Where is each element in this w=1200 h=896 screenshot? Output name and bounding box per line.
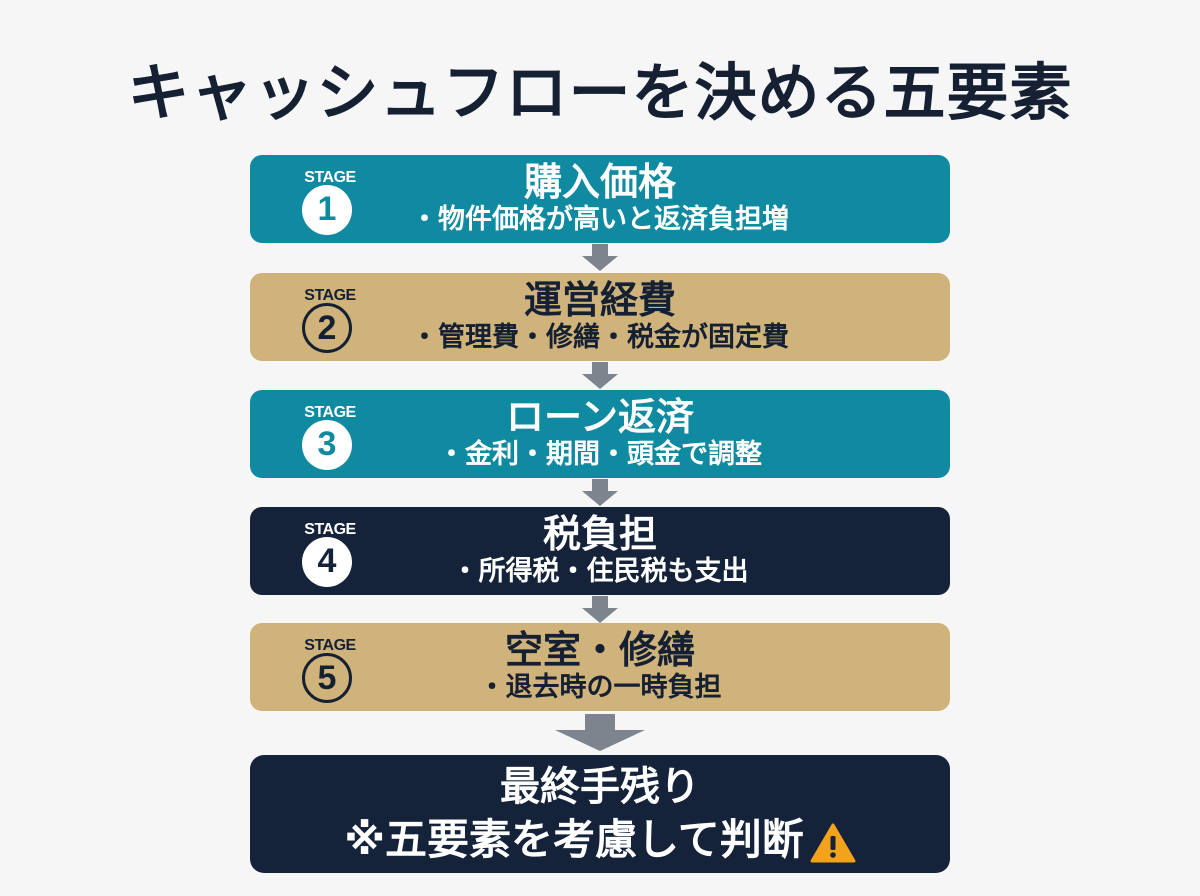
stage-badge-2: STAGE 2 [290, 283, 370, 353]
stage-badge-number: 3 [302, 420, 352, 470]
stage-badge-3: STAGE 3 [290, 400, 370, 470]
stage-5-box: STAGE 5 空室・修繕 ・退去時の一時負担 [250, 623, 950, 711]
stage-badge-label: STAGE [304, 169, 356, 186]
down-arrow-icon [582, 596, 618, 623]
stage-heading: 購入価格 [523, 160, 676, 204]
stage-heading: ローン返済 [505, 395, 695, 439]
stage-heading: 運営経費 [523, 278, 676, 322]
stage-detail: ・退去時の一時負担 [478, 672, 722, 703]
stage-badge-label: STAGE [304, 287, 356, 304]
down-arrow-icon [582, 244, 618, 271]
stage-detail: ・物件価格が高いと返済負担増 [411, 204, 789, 235]
stage-3-box: STAGE 3 ローン返済 ・金利・期間・頭金で調整 [250, 390, 950, 478]
stage-heading: 税負担 [542, 512, 657, 556]
final-result-box: 最終手残り ※五要素を考慮して判断 [250, 755, 950, 873]
stage-2-box: STAGE 2 運営経費 ・管理費・修繕・税金が固定費 [250, 273, 950, 361]
stage-badge-label: STAGE [304, 521, 356, 538]
final-heading: 最終手残り [500, 764, 700, 810]
stage-badge-number: 1 [302, 185, 352, 235]
page-title: キャッシュフローを決める五要素 [127, 56, 1073, 129]
stage-detail: ・管理費・修繕・税金が固定費 [411, 322, 789, 353]
warning-icon [810, 823, 856, 862]
final-note: ※五要素を考慮して判断 [344, 815, 804, 864]
down-arrow-icon [582, 479, 618, 506]
stage-badge-label: STAGE [304, 404, 356, 421]
stage-detail: ・金利・期間・頭金で調整 [438, 439, 762, 470]
stage-1-box: STAGE 1 購入価格 ・物件価格が高いと返済負担増 [250, 155, 950, 243]
stage-4-box: STAGE 4 税負担 ・所得税・住民税も支出 [250, 507, 950, 595]
stage-badge-number: 5 [302, 653, 352, 703]
stage-detail: ・所得税・住民税も支出 [451, 556, 749, 587]
final-note-line: ※五要素を考慮して判断 [290, 815, 910, 865]
stage-heading: 空室・修繕 [504, 628, 695, 672]
stage-badge-number: 2 [302, 303, 352, 353]
stage-badge-number: 4 [302, 537, 352, 587]
down-arrow-icon [582, 362, 618, 389]
stage-badge-5: STAGE 5 [290, 633, 370, 703]
down-arrow-icon [555, 714, 645, 751]
stage-badge-1: STAGE 1 [290, 165, 370, 235]
stage-badge-label: STAGE [304, 637, 356, 654]
stage-badge-4: STAGE 4 [290, 517, 370, 587]
